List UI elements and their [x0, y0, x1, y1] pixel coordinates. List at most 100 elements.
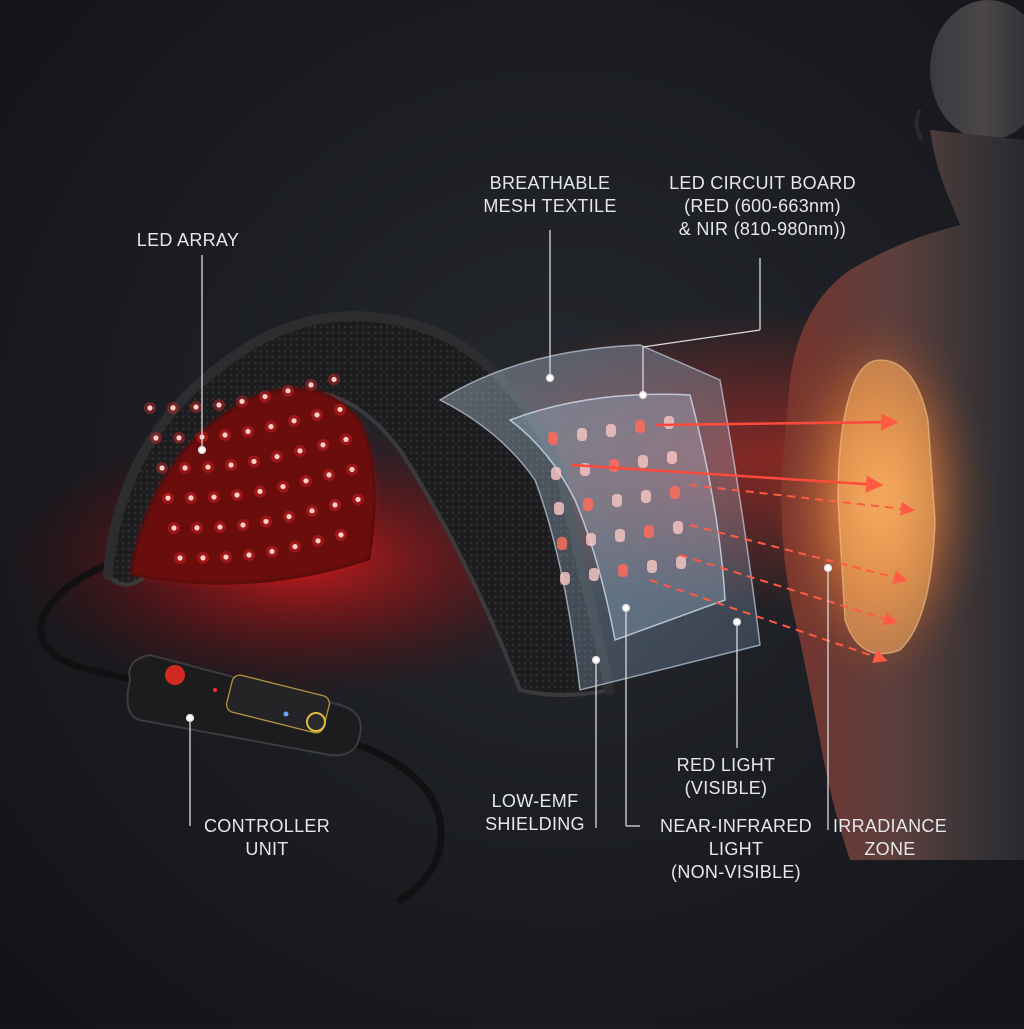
board-led: [638, 455, 648, 468]
led-dot: [331, 376, 337, 383]
nir-beam-2: [689, 524, 908, 585]
red-beam-1: [654, 413, 899, 431]
board-led: [618, 564, 628, 577]
led-dot: [159, 465, 165, 471]
led-dot: [263, 518, 269, 525]
led-dot: [176, 435, 182, 441]
board-led: [577, 428, 587, 441]
led-dot: [240, 522, 246, 528]
board-led: [647, 560, 657, 573]
board-led: [635, 420, 645, 433]
board-led: [589, 568, 599, 581]
led-dot: [165, 495, 171, 501]
led-dot: [200, 555, 206, 561]
led-dot: [285, 388, 291, 394]
controller-label: CONTROLLER UNIT: [203, 816, 331, 859]
board-led: [676, 556, 686, 569]
led-dot: [286, 513, 292, 520]
led-dot: [292, 543, 298, 550]
board-led: [560, 572, 570, 585]
mesh-textile-label: BREATHABLE MESH TEXTILE: [483, 173, 617, 216]
led-dot: [222, 432, 228, 438]
led-dot: [349, 466, 355, 473]
led-dot: [337, 406, 343, 413]
led-dot: [177, 555, 183, 561]
led-dot: [291, 418, 297, 424]
led-dot: [234, 492, 240, 498]
nir-beam-1: [689, 484, 915, 516]
led-dot: [268, 423, 274, 430]
led-array: [144, 373, 364, 564]
led-dot: [194, 525, 200, 531]
led-dot: [223, 554, 229, 560]
led-array-label: LED ARRAY: [136, 230, 240, 250]
low-emf-label: LOW-EMF SHIELDING: [485, 791, 585, 834]
power-button-icon: [306, 712, 326, 732]
board-led: [667, 451, 677, 464]
led-dot: [246, 552, 252, 558]
board-led: [609, 459, 619, 472]
led-dot: [251, 458, 257, 465]
led-dot: [280, 483, 286, 490]
led-dot: [245, 428, 251, 435]
board-led: [612, 494, 622, 507]
board-led: [673, 521, 683, 534]
board-led: [554, 502, 564, 515]
red-light-label: RED LIGHT (VISIBLE): [676, 755, 776, 798]
circuit-board-label: LED CIRCUIT BOARD (RED (600-663nm) & NIR…: [669, 173, 856, 239]
led-dot: [228, 462, 234, 468]
led-dot: [314, 412, 320, 418]
led-dot: [205, 464, 211, 470]
led-dot: [308, 382, 314, 388]
led-dot: [211, 494, 217, 500]
mesh-textile-layer: [438, 344, 761, 691]
led-dot: [274, 453, 280, 460]
leader-lines: [185, 230, 833, 830]
board-led: [641, 490, 651, 503]
led-dot: [303, 478, 309, 484]
led-dot: [315, 538, 321, 544]
nir-light-label: NEAR-INFRARED LIGHT (NON-VISIBLE): [660, 816, 812, 882]
led-dot: [332, 502, 338, 508]
board-led: [606, 424, 616, 437]
board-led: [557, 537, 567, 550]
led-dot: [355, 496, 361, 503]
led-dot: [257, 488, 263, 495]
led-dot: [171, 525, 177, 531]
led-dot: [147, 405, 153, 411]
led-dot: [269, 548, 275, 555]
board-led: [583, 498, 593, 511]
board-led: [670, 486, 680, 499]
led-dot: [188, 495, 194, 501]
controller-unit: [126, 653, 362, 757]
led-dot: [343, 436, 349, 443]
board-led: [644, 525, 654, 538]
led-dot: [216, 402, 222, 408]
nir-light-beams: [649, 484, 915, 664]
power-cord-tail: [346, 738, 445, 904]
red-beam-2: [571, 463, 884, 493]
board-led: [664, 416, 674, 429]
led-dot: [320, 442, 326, 448]
led-dot: [182, 465, 188, 471]
led-dot: [297, 448, 303, 454]
power-cord: [37, 556, 164, 694]
brand-logo-icon: [165, 665, 185, 685]
led-dot: [309, 508, 315, 514]
led-dot: [338, 532, 344, 538]
led-dot: [262, 393, 268, 400]
led-dot: [217, 524, 223, 530]
board-led: [615, 529, 625, 542]
controller-panel: [225, 674, 331, 734]
board-led: [586, 533, 596, 546]
led-dot: [326, 472, 332, 478]
red-light-beams: [571, 413, 899, 493]
led-dot: [153, 435, 159, 441]
nir-beam-3: [679, 554, 898, 626]
led-dot: [170, 405, 176, 411]
irradiance-label: IRRADIANCE ZONE: [832, 816, 947, 859]
led-dot: [193, 404, 199, 410]
board-led: [551, 467, 561, 480]
